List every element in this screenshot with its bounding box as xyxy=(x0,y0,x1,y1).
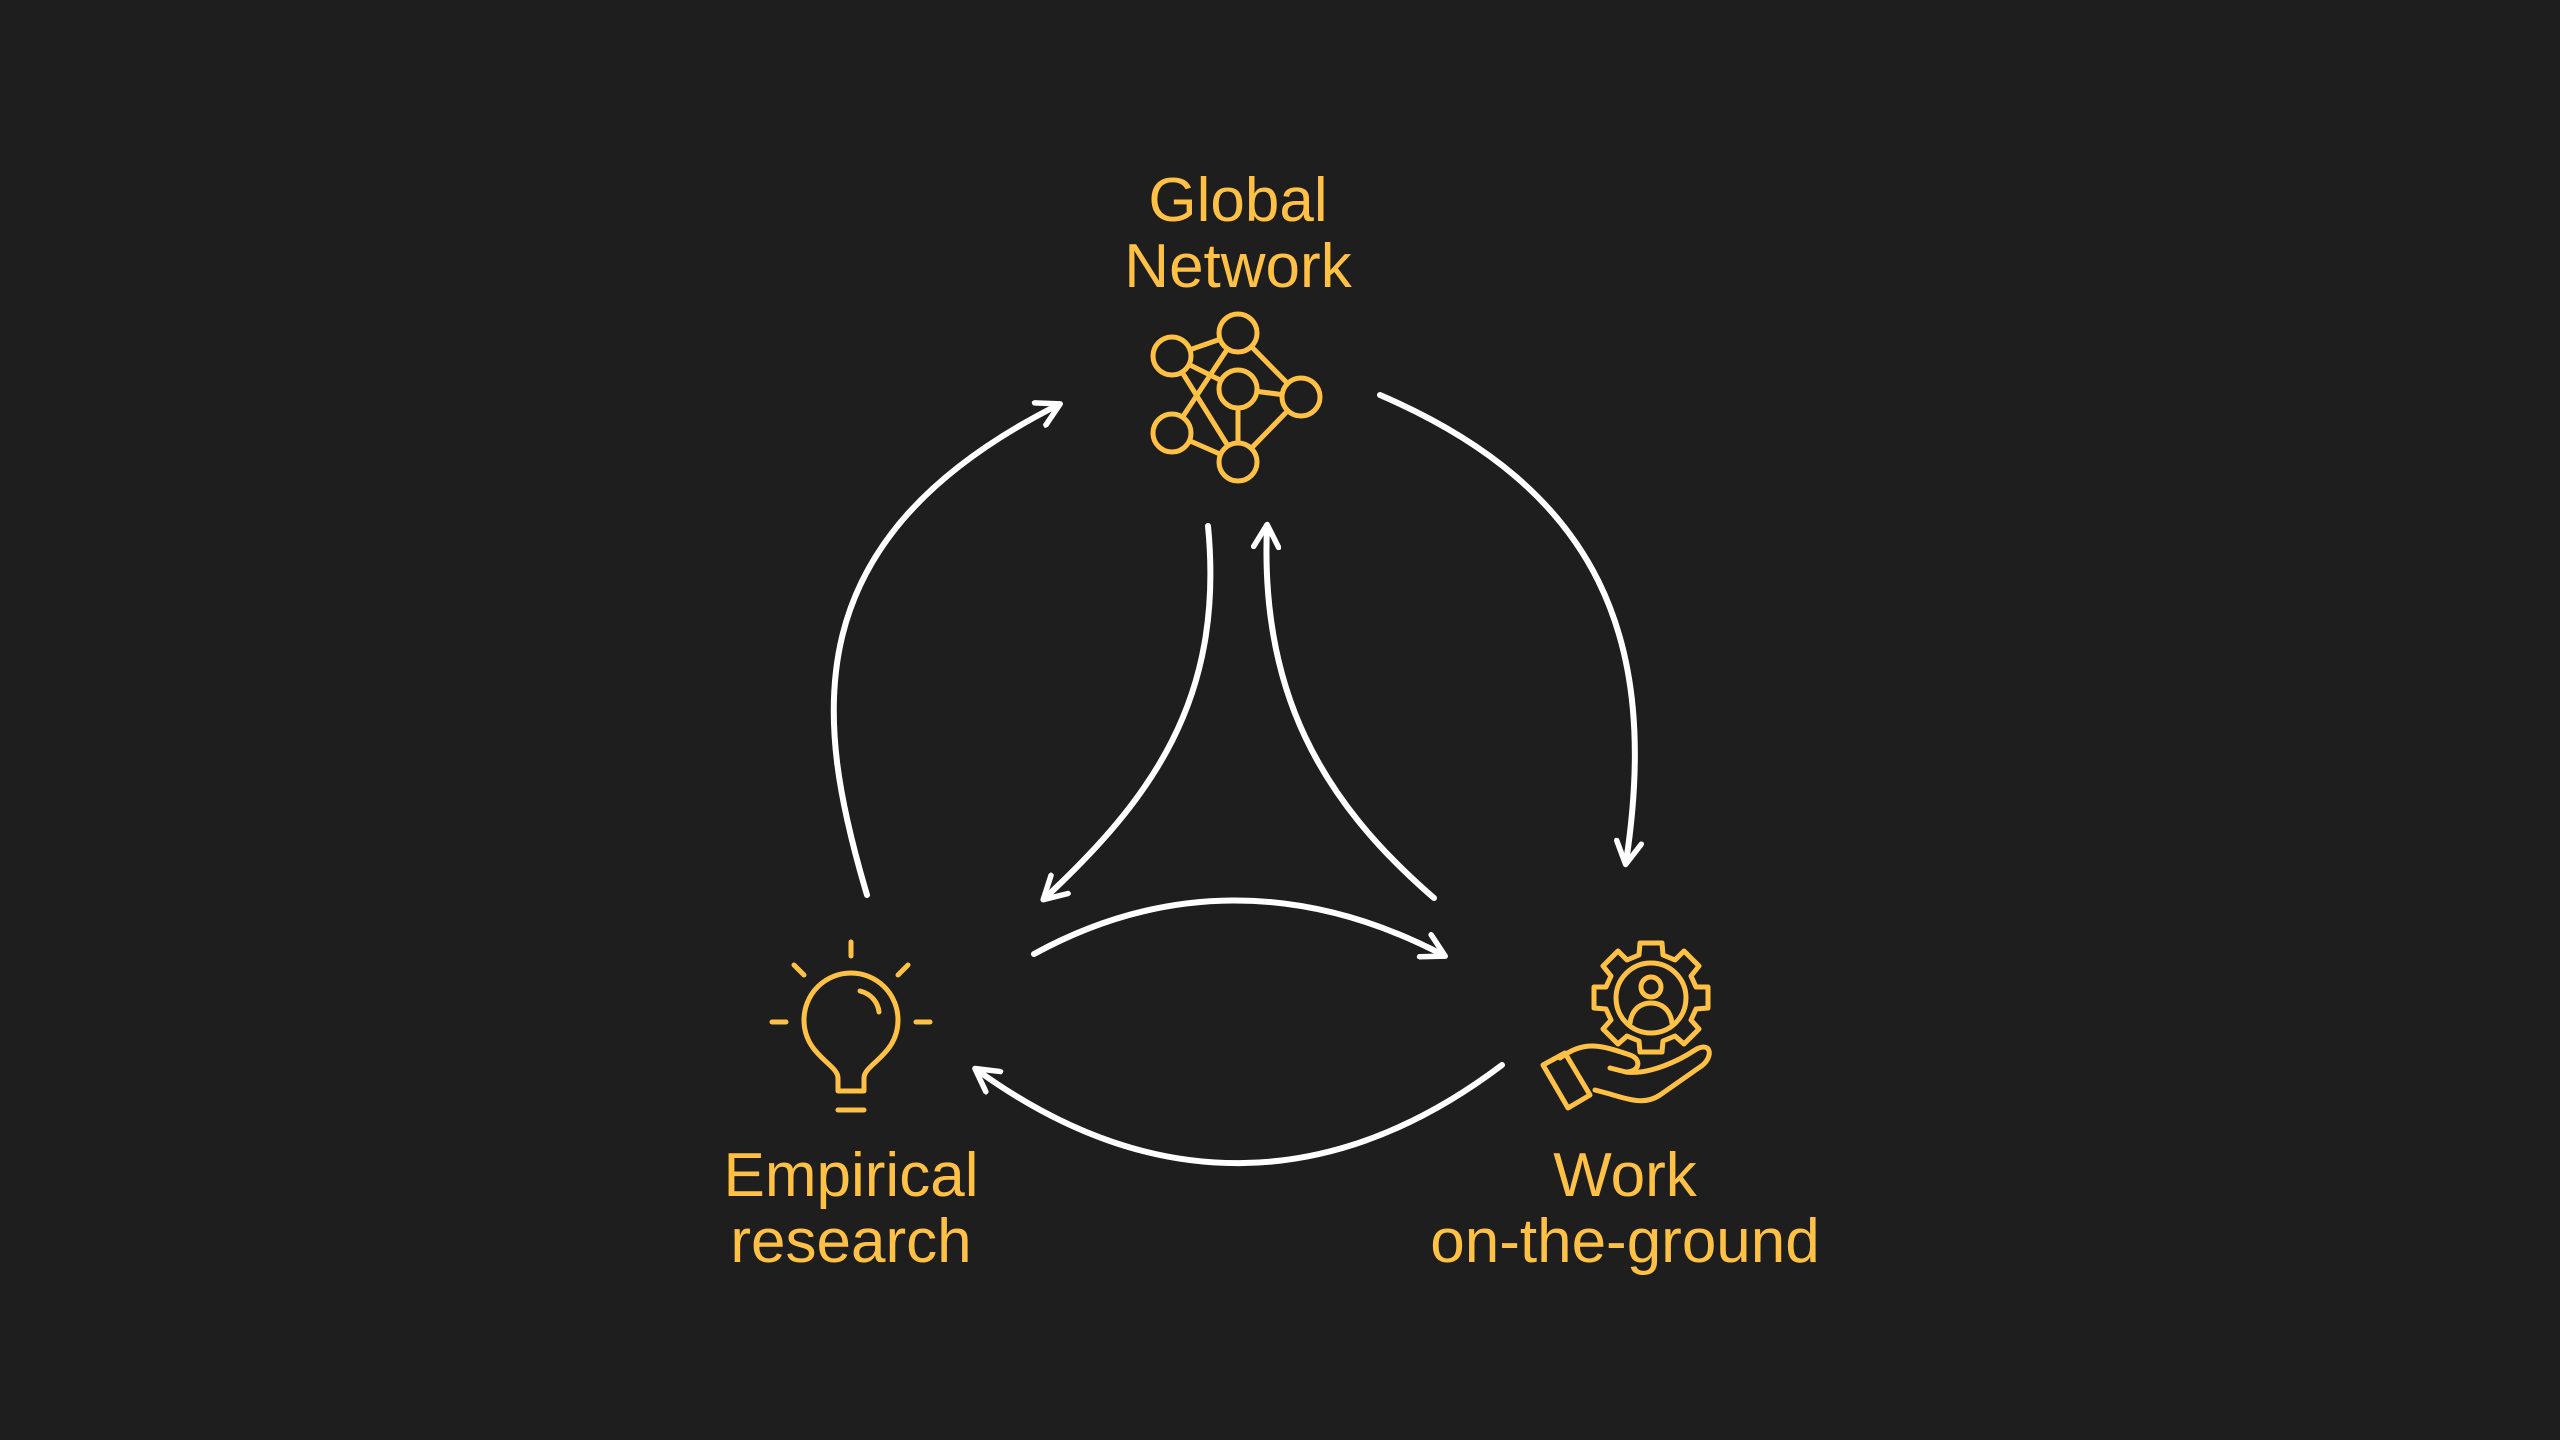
work-line1: Work xyxy=(1553,1141,1697,1210)
arrow-work-to-research xyxy=(977,1062,1505,1167)
arrow-network-to-research-inner xyxy=(1045,523,1214,898)
empirical-research-line1: Empirical xyxy=(723,1141,979,1210)
hand-gear-person-icon xyxy=(1540,940,1712,1111)
node-work-on-the-ground-label: Work on-the-ground xyxy=(1430,1143,1820,1275)
work-line2: on-the-ground xyxy=(1430,1207,1820,1276)
arrow-research-to-work-inner xyxy=(1031,897,1443,955)
arrow-work-to-network-inner xyxy=(1266,527,1437,901)
arrow-research-to-network xyxy=(830,405,1058,898)
global-network-line1: Global xyxy=(1148,166,1328,235)
empirical-research-line2: research xyxy=(730,1207,972,1276)
arrow-network-to-work xyxy=(1377,392,1635,862)
node-empirical-research-label: Empirical research xyxy=(724,1143,979,1275)
global-network-line2: Network xyxy=(1124,232,1352,301)
node-global-network-label: Global Network xyxy=(1124,168,1351,300)
network-icon xyxy=(1150,311,1323,484)
lightbulb-icon xyxy=(769,939,933,1113)
